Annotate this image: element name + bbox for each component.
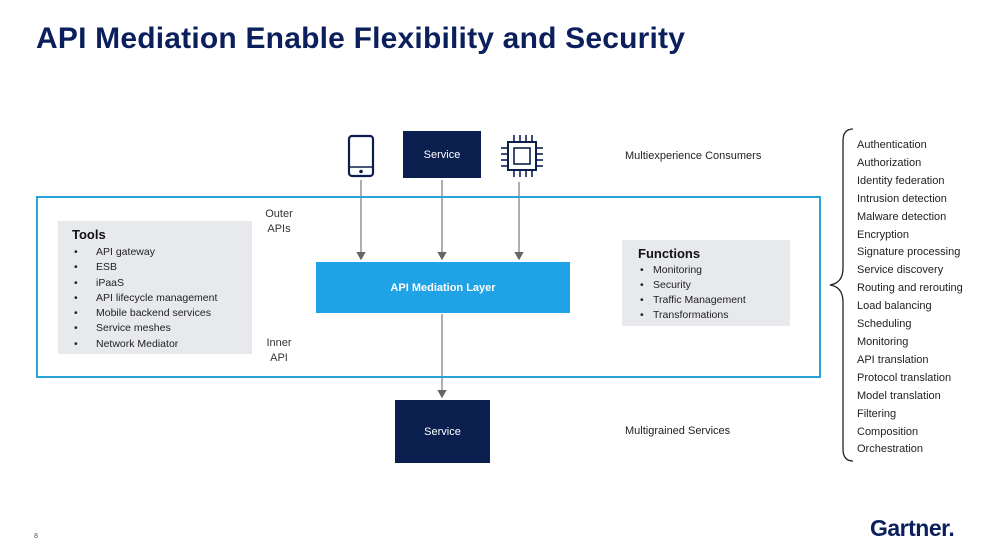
outer-label-line-2: APIs <box>267 223 291 235</box>
functions-heading: Functions <box>638 246 701 261</box>
list-item: Monitoring <box>638 263 746 278</box>
capability-item: Monitoring <box>857 335 909 348</box>
capabilities-list: Authentication Authorization Identity fe… <box>857 137 963 459</box>
page-title: API Mediation Enable Flexibility and Sec… <box>36 22 686 55</box>
capability-item: Composition <box>857 425 919 438</box>
capabilities-brace-icon <box>829 128 854 462</box>
api-mediation-layer-box: API Mediation Layer <box>316 262 570 313</box>
capability-item: Signature processing <box>857 246 961 259</box>
capability-item: Malware detection <box>857 210 947 223</box>
capability-item: API translation <box>857 353 929 366</box>
capability-item: Load balancing <box>857 300 932 313</box>
list-item: API gateway <box>72 245 217 261</box>
inner-api-label: Inner API <box>255 336 303 366</box>
capability-item: Scheduling <box>857 318 912 331</box>
outer-label-line-1: Outer <box>265 208 293 220</box>
tools-heading: Tools <box>72 227 106 242</box>
service-box-top: Service <box>403 131 481 178</box>
list-item: Mobile backend services <box>72 306 217 322</box>
tools-panel: Tools API gateway ESB iPaaS API lifecycl… <box>58 221 252 354</box>
capability-item: Identity federation <box>857 174 945 187</box>
capability-item: Orchestration <box>857 443 924 456</box>
list-item: Traffic Management <box>638 293 746 308</box>
inner-label-line-2: API <box>270 352 288 364</box>
capability-item: Model translation <box>857 389 941 402</box>
smartphone-icon <box>347 134 375 178</box>
functions-list: Monitoring Security Traffic Management T… <box>638 263 746 323</box>
list-item: API lifecycle management <box>72 291 217 307</box>
capability-item: Protocol translation <box>857 371 952 384</box>
functions-panel: Functions Monitoring Security Traffic Ma… <box>622 240 790 326</box>
page-number: 8 <box>34 533 38 540</box>
consumers-label: Multiexperience Consumers <box>625 150 762 162</box>
capability-item: Authentication <box>857 139 927 151</box>
capability-item: Service discovery <box>857 264 944 277</box>
list-item: Network Mediator <box>72 337 217 353</box>
capability-item: Routing and rerouting <box>857 282 963 295</box>
list-item: Security <box>638 278 746 293</box>
capability-item: Filtering <box>857 407 897 420</box>
service-box-bottom: Service <box>395 400 490 463</box>
outer-apis-label: Outer APIs <box>255 207 303 237</box>
capability-item: Intrusion detection <box>857 192 947 205</box>
tools-list: API gateway ESB iPaaS API lifecycle mana… <box>72 245 217 352</box>
list-item: ESB <box>72 260 217 276</box>
list-item: Service meshes <box>72 321 217 337</box>
inner-label-line-1: Inner <box>266 337 292 349</box>
capability-item: Encryption <box>857 228 909 241</box>
mediation-frame <box>36 196 821 378</box>
gartner-logo: Gartner. <box>870 515 955 541</box>
chip-icon <box>501 135 543 177</box>
list-item: Transformations <box>638 308 746 323</box>
list-item: iPaaS <box>72 276 217 292</box>
capability-item: Authorization <box>857 156 922 169</box>
services-label: Multigrained Services <box>625 425 731 437</box>
